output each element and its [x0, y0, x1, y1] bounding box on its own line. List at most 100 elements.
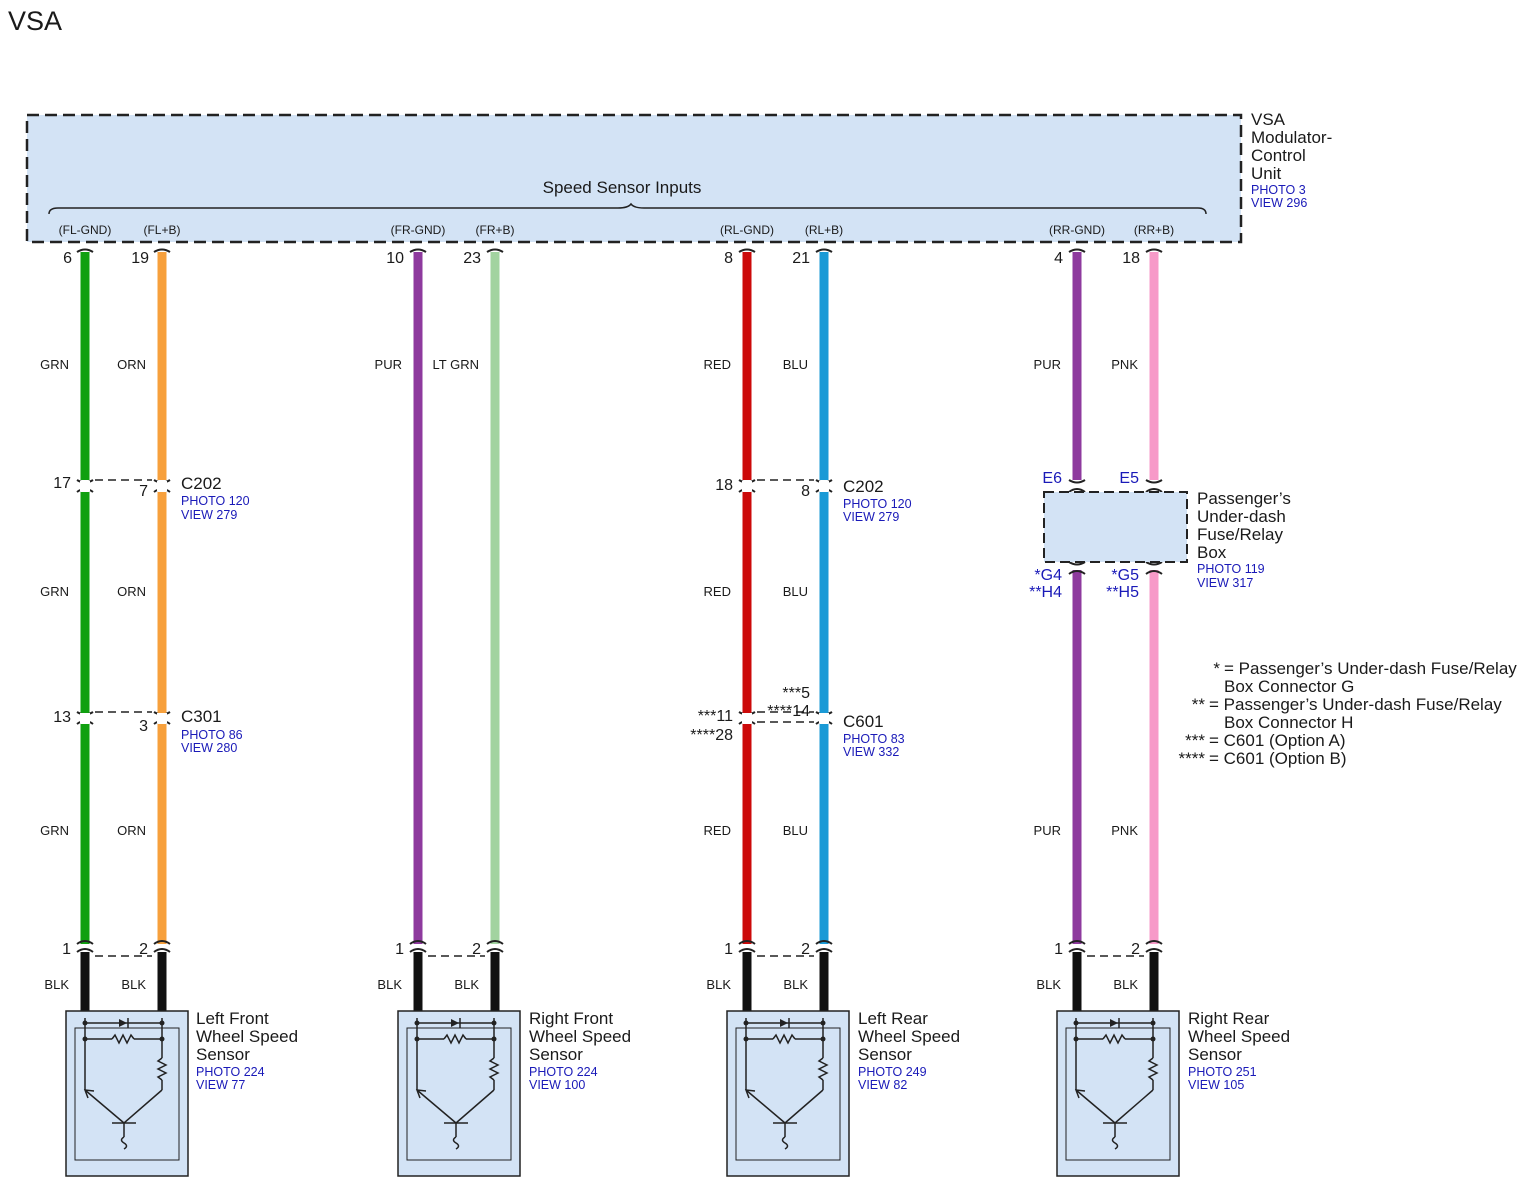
connector-photo-link[interactable]: PHOTO 83 [843, 732, 905, 746]
sensor-photo-link[interactable]: PHOTO 249 [858, 1065, 927, 1079]
module-terminal [738, 248, 756, 253]
sensor-view-link[interactable]: VIEW 77 [196, 1078, 245, 1092]
diode-icon [780, 1019, 788, 1027]
sensor-name-line: Wheel Speed [529, 1027, 631, 1046]
sensor-view-link[interactable]: VIEW 82 [858, 1078, 907, 1092]
wire-color-label: RED [704, 357, 731, 372]
connector-photo-link[interactable]: PHOTO 120 [843, 497, 912, 511]
fuse-terminal [1145, 561, 1163, 566]
coil-icon [120, 1136, 128, 1150]
wire-color-label: RED [704, 584, 731, 599]
resistor-icon [488, 1057, 500, 1081]
diode-icon [451, 1019, 459, 1027]
module-pin-number: 19 [131, 250, 149, 267]
resistor-icon [1102, 1033, 1126, 1045]
fuse-terminal [1068, 479, 1086, 484]
sensor-name-line: Wheel Speed [196, 1027, 298, 1046]
page-title: VSA [8, 6, 62, 36]
module-pin-number: 4 [1054, 250, 1063, 267]
connector-view-link[interactable]: VIEW 332 [843, 745, 899, 759]
wire-color-label: PUR [375, 357, 402, 372]
sensor-name-line: Wheel Speed [1188, 1027, 1290, 1046]
connector-pin: 7 [139, 483, 148, 500]
module-terminal [486, 248, 504, 253]
module-view-link[interactable]: VIEW 296 [1251, 196, 1307, 210]
fuse-box-name-line-4: Box [1197, 543, 1227, 562]
sensor-pin-number: 2 [472, 941, 481, 958]
connector-view-link[interactable]: VIEW 280 [181, 741, 237, 755]
fuse-box-view-link[interactable]: VIEW 317 [1197, 576, 1253, 590]
connector-photo-link[interactable]: PHOTO 86 [181, 728, 243, 742]
junction-dot [414, 1020, 420, 1026]
diode-icon [119, 1019, 127, 1027]
sensor-terminal [486, 948, 504, 953]
sensor-pin-number: 1 [724, 941, 733, 958]
connector-view-link[interactable]: VIEW 279 [843, 510, 899, 524]
wire-color-label: PNK [1111, 823, 1138, 838]
sensor-pin-number: 1 [395, 941, 404, 958]
vsa-modulator-control-unit: Speed Sensor Inputs VSA Modulator- Contr… [25, 110, 1332, 244]
arrow-icon [744, 1089, 756, 1099]
sensor-name-line: Right Front [529, 1009, 613, 1028]
arrow-icon [1074, 1089, 1086, 1099]
connector-view-link[interactable]: VIEW 279 [181, 508, 237, 522]
wire-signal-label: (FL+B) [143, 223, 180, 237]
junction-dot [82, 1020, 88, 1026]
wire-color-label: ORN [117, 357, 146, 372]
connector-pin: ***5 [782, 685, 810, 702]
sensor-view-link[interactable]: VIEW 100 [529, 1078, 585, 1092]
sensor-circuit-line [455, 1089, 495, 1124]
sensor-name-line: Sensor [196, 1045, 250, 1064]
module-pin-number: 6 [63, 250, 72, 267]
sensor-circuit-line [745, 1089, 786, 1124]
connector-pin: ***11 [698, 708, 733, 725]
speed-sensor-inputs-label: Speed Sensor Inputs [543, 178, 702, 197]
sensor-view-link[interactable]: VIEW 105 [1188, 1078, 1244, 1092]
junction-dot [1073, 1020, 1079, 1026]
sensor-inner-frame [74, 1027, 180, 1161]
module-terminal [1068, 248, 1086, 253]
connector-name: C202 [181, 474, 222, 493]
sensor-terminal [738, 948, 756, 953]
junction-dot [491, 1020, 497, 1026]
sensor-photo-link[interactable]: PHOTO 251 [1188, 1065, 1257, 1079]
wire-color-label: BLK [454, 977, 479, 992]
fuse-box-photo-link[interactable]: PHOTO 119 [1197, 562, 1265, 576]
module-pin-number: 23 [463, 250, 481, 267]
junction-dot [82, 1036, 88, 1042]
wire-color-label: BLU [783, 357, 808, 372]
connector-gap [819, 481, 829, 491]
connector-gap [819, 713, 829, 723]
sensor-name-line: Sensor [1188, 1045, 1242, 1064]
wire-signal-label: (RR+B) [1134, 223, 1174, 237]
wire-signal-label: (RR-GND) [1049, 223, 1105, 237]
sensor-photo-link[interactable]: PHOTO 224 [196, 1065, 265, 1079]
note-4-text: = C601 (Option B) [1209, 749, 1347, 768]
fuse-pin-h4: **H4 [1029, 584, 1062, 601]
resistor-icon [817, 1057, 829, 1081]
sensor-pin-number: 2 [1131, 941, 1140, 958]
connector-gap [157, 713, 167, 723]
sensor-photo-link[interactable]: PHOTO 224 [529, 1065, 598, 1079]
connector-pin: 8 [801, 483, 810, 500]
sensor-terminal [1068, 948, 1086, 953]
module-pin-number: 21 [792, 250, 810, 267]
notes-legend: * = Passenger’s Under-dash Fuse/Relay Bo… [1179, 659, 1518, 768]
connector-gap [742, 713, 752, 723]
connector-photo-link[interactable]: PHOTO 120 [181, 494, 250, 508]
connector-name: C601 [843, 712, 884, 731]
sensor-circuit-line [84, 1089, 125, 1124]
wire-color-label: GRN [40, 823, 69, 838]
module-name-line-1: VSA [1251, 110, 1286, 129]
module-photo-link[interactable]: PHOTO 3 [1251, 183, 1306, 197]
module-name-line-2: Modulator- [1251, 128, 1332, 147]
